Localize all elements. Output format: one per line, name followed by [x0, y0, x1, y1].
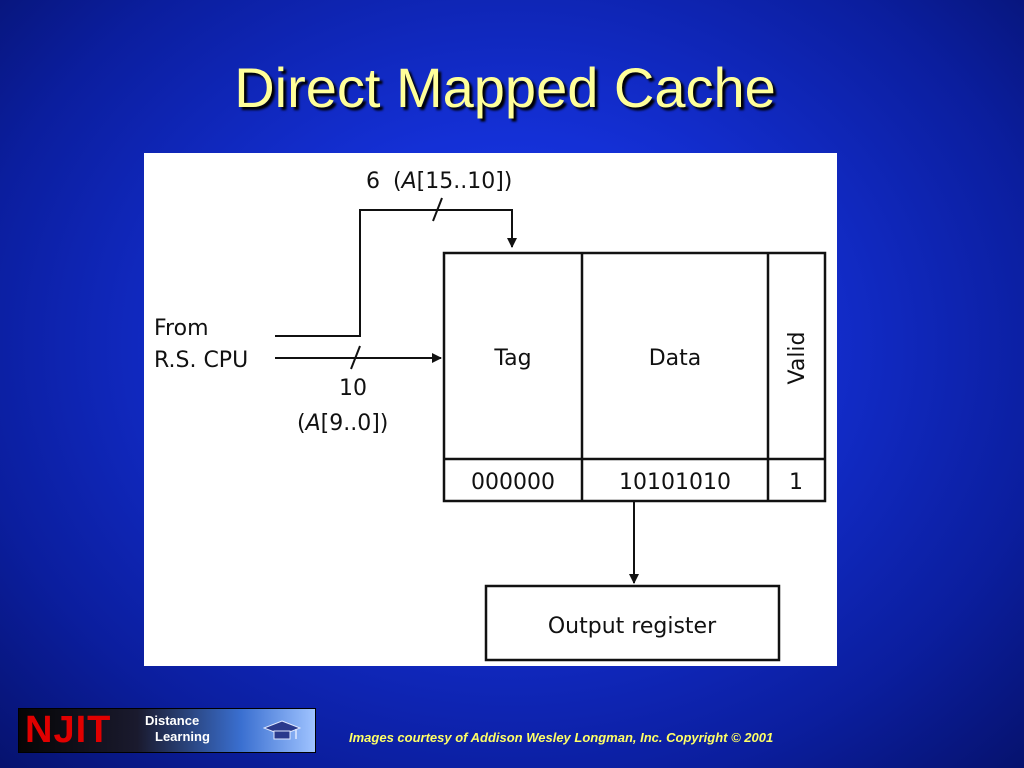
index-bus-slash: [350, 345, 361, 370]
tag-cell: 000000: [471, 470, 555, 495]
tag-bits-open: (: [393, 169, 402, 194]
slide-title: Direct Mapped Cache: [234, 56, 776, 119]
index-bits-var: A: [304, 411, 321, 436]
index-bits-count: 10: [339, 376, 367, 401]
valid-column-header: Valid: [785, 331, 810, 384]
source-label-line2: R.S. CPU: [154, 348, 248, 373]
tag-address-line: [275, 209, 517, 337]
index-bits-range: [9..0]): [321, 411, 389, 436]
logo-line1: Distance: [145, 713, 200, 728]
tag-bits-range: [15..10]): [417, 169, 513, 194]
logo-line2: Learning: [155, 729, 210, 744]
data-cell: 10101010: [619, 470, 731, 495]
valid-cell: 1: [789, 470, 803, 495]
graduation-cap-icon: [263, 720, 301, 740]
data-column-header: Data: [649, 346, 702, 371]
tag-bits-label: 6 (A[15..10]): [366, 169, 512, 194]
njit-logo: NJIT Distance Learning: [18, 708, 316, 753]
tag-bus-slash: [432, 197, 443, 222]
tag-bits-count: 6: [366, 169, 380, 194]
tag-bits-var: A: [400, 169, 417, 194]
output-register-box: [484, 584, 781, 662]
source-label-line1: From: [154, 316, 209, 341]
index-bits-label: (A[9..0]): [297, 411, 388, 436]
cache-diagram-svg: 6 (A[15..10]) From R.S. CPU 10 (A[9..0])…: [154, 169, 827, 662]
output-register-label: Output register: [548, 614, 717, 639]
tag-column-header: Tag: [493, 346, 531, 371]
image-credit: Images courtesy of Addison Wesley Longma…: [349, 730, 774, 745]
njit-logo-text: NJIT: [25, 709, 112, 751]
index-bits-open: (: [297, 411, 306, 436]
cache-diagram: 6 (A[15..10]) From R.S. CPU 10 (A[9..0])…: [144, 153, 837, 666]
